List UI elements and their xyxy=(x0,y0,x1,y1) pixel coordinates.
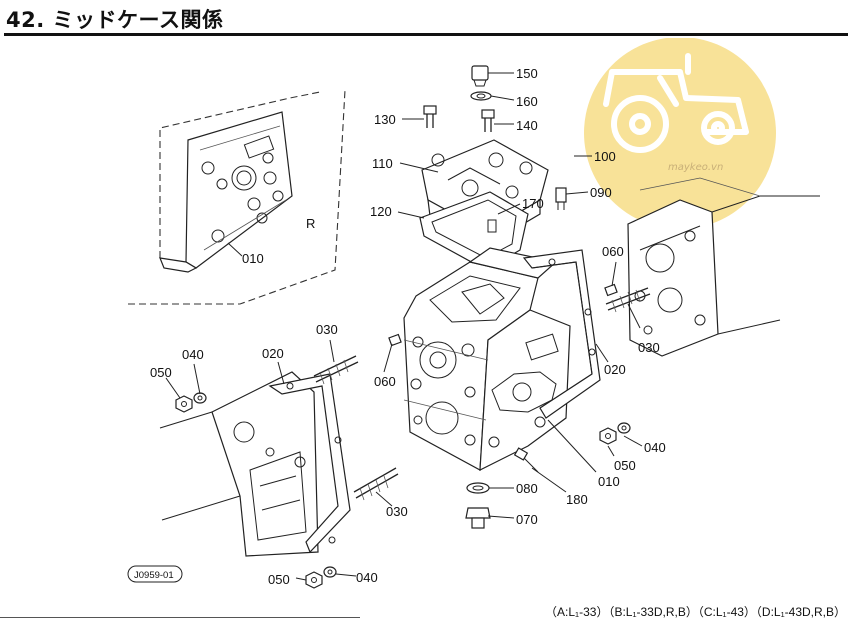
leader-lines xyxy=(165,72,643,581)
callout-030-right: 030 xyxy=(638,340,660,355)
front-housing-left xyxy=(159,371,319,557)
bolt-180 xyxy=(513,447,539,473)
bolt-140 xyxy=(481,109,495,132)
rear-housing-right xyxy=(627,177,820,357)
drawing-code-badge: J0959-01 xyxy=(127,565,183,583)
section-title: 42. ミッドケース関係 xyxy=(6,8,224,32)
watermark-site: maykeo.vn xyxy=(668,162,723,173)
gasket-020-left xyxy=(268,373,351,554)
watermark-circle xyxy=(584,38,776,229)
callout-040-right: 040 xyxy=(644,440,666,455)
stud-030-left xyxy=(313,355,359,385)
callout-180: 180 xyxy=(566,492,588,507)
washer-160 xyxy=(470,91,492,101)
callout-040-left: 040 xyxy=(182,347,204,362)
callout-060-right: 060 xyxy=(602,244,624,259)
nut-050-left xyxy=(175,395,193,413)
midcase-housing-010 xyxy=(403,247,571,472)
section-label-r: R xyxy=(306,216,315,231)
dowel-pin-060-left xyxy=(388,333,402,347)
tractor-icon xyxy=(603,53,749,153)
washer-040-bottom xyxy=(323,566,337,578)
callout-100: 100 xyxy=(594,149,616,164)
callout-130: 130 xyxy=(374,112,396,127)
callout-010-main: 010 xyxy=(598,474,620,489)
page-header: 42. ミッドケース関係 xyxy=(0,0,852,38)
model-applicability: （A:L₁-33）（B:L₁-33D,R,B）（C:L₁-43）（D:L₁-43… xyxy=(545,605,846,619)
watermark: maykeo.vn xyxy=(584,38,776,229)
callout-030-left: 030 xyxy=(316,322,338,337)
plug-150 xyxy=(471,65,489,87)
callout-020-right: 020 xyxy=(604,362,626,377)
callout-030-bottom: 030 xyxy=(386,504,408,519)
callout-150: 150 xyxy=(516,66,538,81)
gasket-020-right xyxy=(522,249,601,419)
callout-070: 070 xyxy=(516,512,538,527)
callout-040-bottom: 040 xyxy=(356,570,378,585)
callout-120: 120 xyxy=(370,204,392,219)
callout-170: 170 xyxy=(522,196,544,211)
callout-110: 110 xyxy=(372,156,393,171)
exploded-parts-diagram: maykeo.vn R 010 xyxy=(127,38,820,589)
callout-050-right: 050 xyxy=(614,458,636,473)
drain-plug-070 xyxy=(465,507,491,529)
footer-rule xyxy=(0,617,360,618)
nut-050-right xyxy=(599,427,617,445)
stud-030-right xyxy=(605,287,651,313)
detail-panel-r xyxy=(128,89,346,305)
callout-160: 160 xyxy=(516,94,538,109)
washer-080 xyxy=(466,482,490,494)
bolt-130 xyxy=(423,105,437,128)
title-underline xyxy=(4,33,848,36)
pipe-100 xyxy=(550,148,575,187)
washer-040-right xyxy=(617,422,631,434)
callout-050-bottom: 050 xyxy=(268,572,290,587)
callout-020-left: 020 xyxy=(262,346,284,361)
drawing-code: J0959-01 xyxy=(134,570,174,581)
fitting-090 xyxy=(555,187,567,210)
callout-140: 140 xyxy=(516,118,538,133)
washer-040-left xyxy=(193,392,207,404)
dowel-pin-060-right xyxy=(604,283,618,297)
callout-060-left: 060 xyxy=(374,374,396,389)
stud-030-bottom xyxy=(353,467,399,501)
callout-010-top: 010 xyxy=(242,251,264,266)
nut-050-bottom xyxy=(305,571,323,589)
callout-050-left: 050 xyxy=(150,365,172,380)
callout-090: 090 xyxy=(590,185,612,200)
callout-080: 080 xyxy=(516,481,538,496)
